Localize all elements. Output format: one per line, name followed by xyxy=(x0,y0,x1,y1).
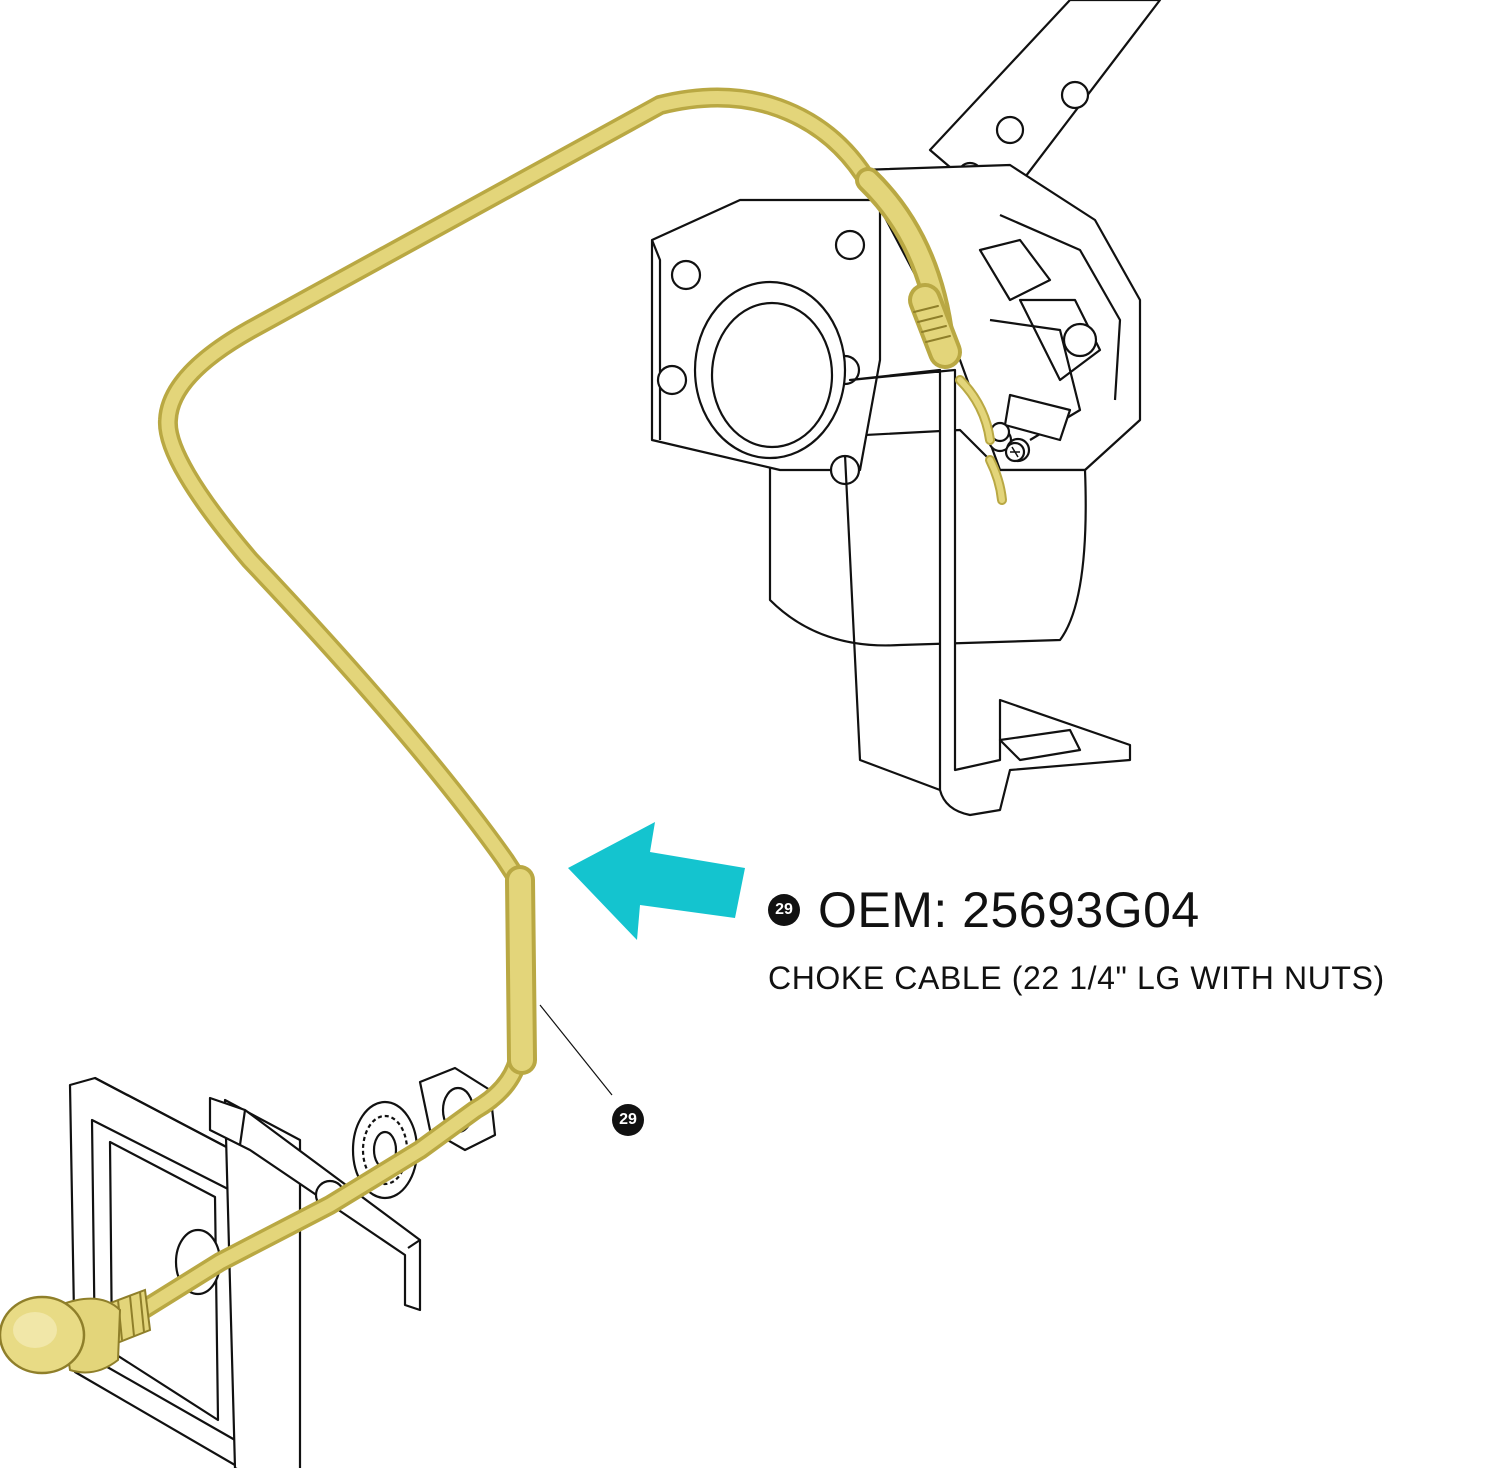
part-oem-line: 29 OEM: 25693G04 xyxy=(768,880,1200,940)
oem-number: OEM: 25693G04 xyxy=(818,882,1200,938)
dash-panel-assembly xyxy=(68,1066,497,1468)
part-number-badge: 29 xyxy=(768,894,800,926)
carburetor-assembly xyxy=(650,0,1162,817)
callout-arrow xyxy=(568,822,745,940)
part-description: CHOKE CABLE (22 1/4" LG WITH NUTS) xyxy=(768,960,1385,996)
choke-knob xyxy=(0,1288,152,1375)
choke-cable xyxy=(120,87,1007,1328)
callout-number-badge: 29 xyxy=(612,1104,644,1136)
leader-line xyxy=(539,1004,613,1096)
